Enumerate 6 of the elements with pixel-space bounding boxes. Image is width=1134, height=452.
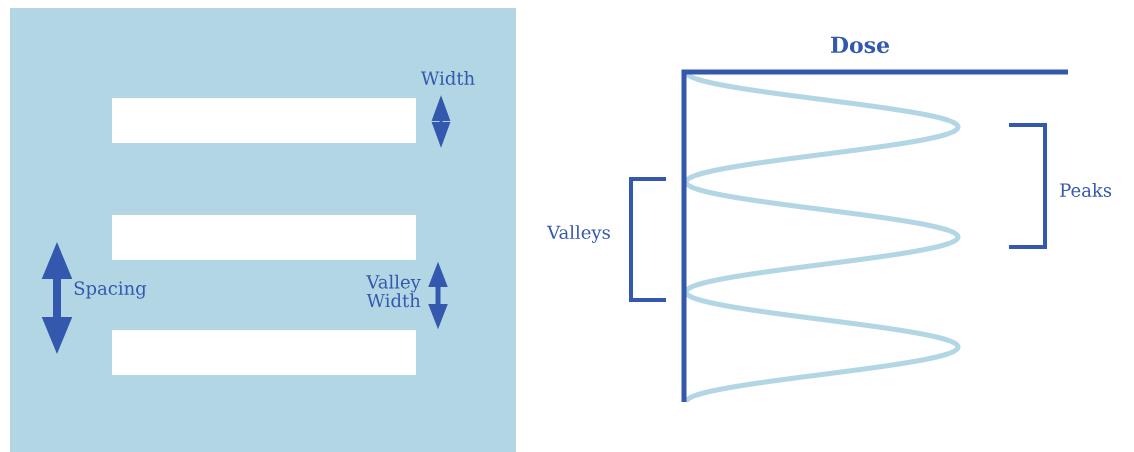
bracket-label: Peaks bbox=[1060, 183, 1112, 197]
dimension-label: Valley Width bbox=[366, 274, 421, 308]
dimension-label: Spacing bbox=[74, 281, 147, 299]
axis-title: Dose bbox=[831, 36, 890, 54]
dimension-label: Width bbox=[420, 71, 475, 85]
bracket-label: Valleys bbox=[547, 225, 610, 243]
